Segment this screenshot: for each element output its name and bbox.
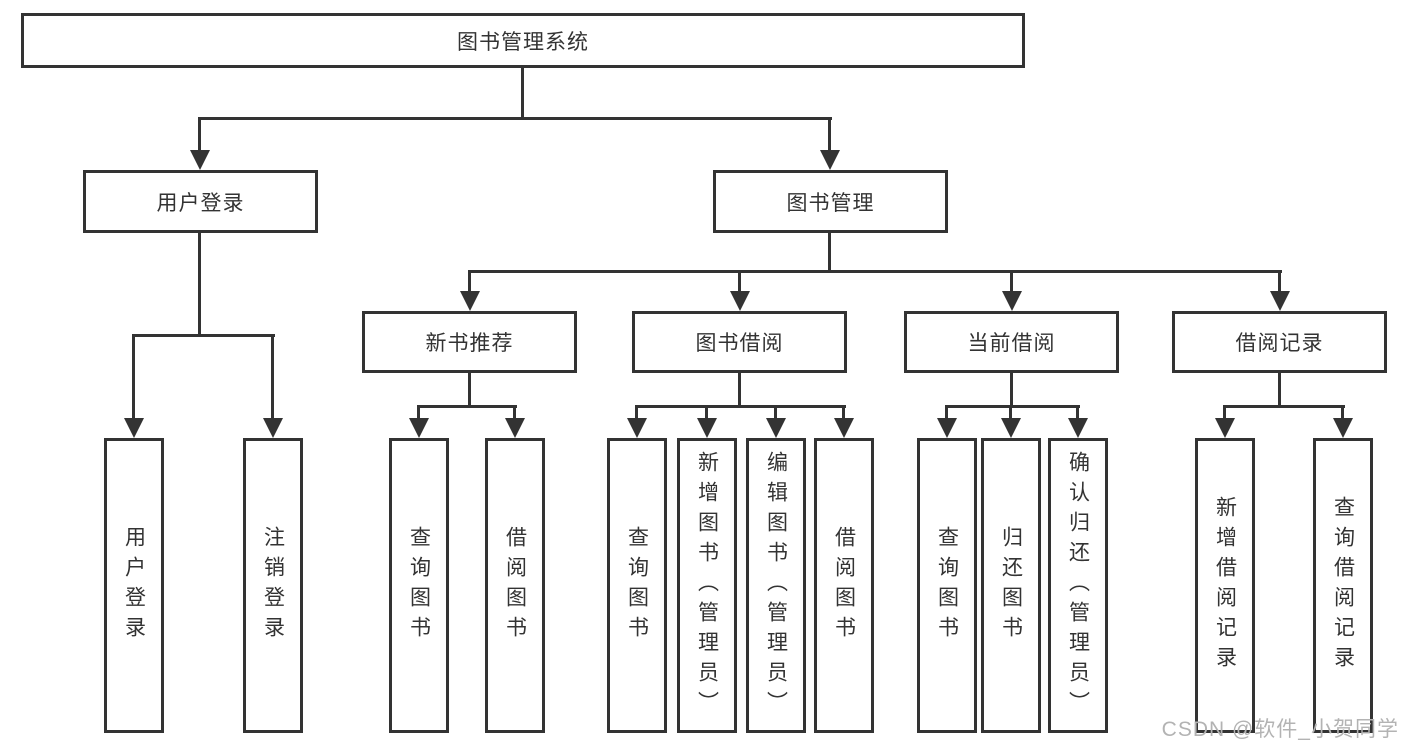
connector-line <box>468 270 471 295</box>
leaf-current-confirm-return-admin: 确认归还（管理员） <box>1048 438 1108 733</box>
leaf-recommend-borrow-books: 借阅图书 <box>485 438 545 733</box>
connector-line <box>635 405 846 408</box>
arrowhead-down-icon <box>1215 418 1235 438</box>
connector-line <box>1076 405 1079 420</box>
arrowhead-down-icon <box>766 418 786 438</box>
arrowhead-down-icon <box>937 418 957 438</box>
arrowhead-down-icon <box>820 150 840 170</box>
connector-line <box>774 405 777 420</box>
arrowhead-down-icon <box>1002 291 1022 311</box>
connector-line <box>468 373 471 407</box>
csdn-watermark: CSDN @软件_小贺同学 <box>1161 718 1399 741</box>
connector-line <box>417 405 517 408</box>
arrowhead-down-icon <box>409 418 429 438</box>
arrowhead-down-icon <box>124 418 144 438</box>
connector-line <box>635 405 638 420</box>
leaf-borrow-edit-books-admin: 编辑图书（管理员） <box>746 438 806 733</box>
connector-line <box>468 270 1282 273</box>
node-new-book-recommend: 新书推荐 <box>362 311 577 373</box>
leaf-borrow-borrow-books: 借阅图书 <box>814 438 874 733</box>
node-library-management-system: 图书管理系统 <box>21 13 1025 68</box>
arrowhead-down-icon <box>730 291 750 311</box>
connector-line <box>842 405 845 420</box>
leaf-borrow-query-books: 查询图书 <box>607 438 667 733</box>
arrowhead-down-icon <box>190 150 210 170</box>
arrowhead-down-icon <box>263 418 283 438</box>
arrowhead-down-icon <box>1001 418 1021 438</box>
leaf-current-query-books: 查询图书 <box>917 438 977 733</box>
arrowhead-down-icon <box>505 418 525 438</box>
connector-line <box>1010 270 1013 295</box>
leaf-logout: 注销登录 <box>243 438 303 733</box>
connector-line <box>513 405 516 420</box>
connector-line <box>705 405 708 420</box>
connector-line <box>1278 373 1281 407</box>
connector-line <box>198 117 832 120</box>
connector-line <box>521 68 524 119</box>
connector-line <box>828 117 831 153</box>
arrowhead-down-icon <box>697 418 717 438</box>
arrowhead-down-icon <box>1270 291 1290 311</box>
connector-line <box>198 233 201 337</box>
connector-line <box>132 334 135 420</box>
connector-line <box>1278 270 1281 295</box>
connector-line <box>738 270 741 295</box>
connector-line <box>1341 405 1344 420</box>
connector-line <box>132 334 275 337</box>
leaf-records-query-record: 查询借阅记录 <box>1313 438 1373 733</box>
arrowhead-down-icon <box>460 291 480 311</box>
connector-line <box>828 233 831 273</box>
node-current-borrow: 当前借阅 <box>904 311 1119 373</box>
leaf-user-login: 用户登录 <box>104 438 164 733</box>
connector-line <box>417 405 420 420</box>
leaf-recommend-query-books: 查询图书 <box>389 438 449 733</box>
node-user-login: 用户登录 <box>83 170 318 233</box>
arrowhead-down-icon <box>627 418 647 438</box>
connector-line <box>198 117 201 153</box>
leaf-current-return-books: 归还图书 <box>981 438 1041 733</box>
connector-line <box>1010 373 1013 407</box>
connector-line <box>1009 405 1012 420</box>
connector-line <box>738 373 741 407</box>
leaf-records-add-record: 新增借阅记录 <box>1195 438 1255 733</box>
arrowhead-down-icon <box>1068 418 1088 438</box>
connector-line <box>1223 405 1226 420</box>
arrowhead-down-icon <box>834 418 854 438</box>
node-book-management: 图书管理 <box>713 170 948 233</box>
connector-line <box>271 334 274 420</box>
connector-line <box>945 405 1080 408</box>
leaf-borrow-add-books-admin: 新增图书（管理员） <box>677 438 737 733</box>
connector-line <box>945 405 948 420</box>
node-borrow-records: 借阅记录 <box>1172 311 1387 373</box>
node-book-borrow: 图书借阅 <box>632 311 847 373</box>
connector-line <box>1223 405 1345 408</box>
arrowhead-down-icon <box>1333 418 1353 438</box>
